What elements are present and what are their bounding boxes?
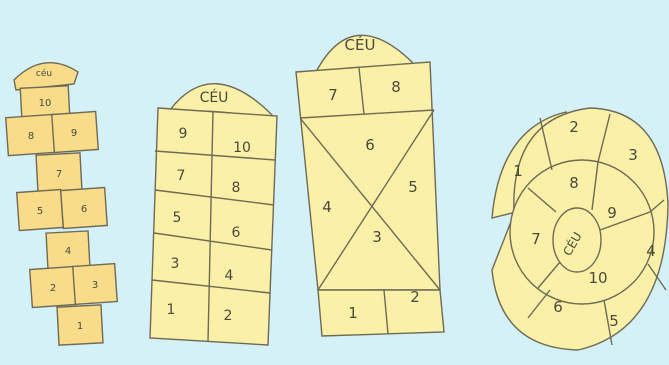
cell-label: 7	[177, 168, 186, 184]
cell-label: 9	[607, 204, 617, 222]
cell-label: 5	[609, 312, 619, 330]
cell-label: 7	[328, 86, 338, 104]
cell-label: 3	[92, 280, 98, 291]
cell-label: 6	[553, 298, 563, 316]
cell-label: 2	[410, 288, 420, 306]
cell-label: 3	[372, 228, 382, 246]
cell-label: 8	[391, 78, 401, 96]
cell-label: 2	[569, 118, 579, 136]
cell-label: 9	[71, 128, 77, 139]
cell-label: 1	[348, 304, 358, 322]
cell-label: 3	[628, 146, 638, 164]
cell-label: 6	[232, 225, 241, 241]
cell-label: 8	[28, 131, 34, 142]
cell-label: 4	[646, 242, 656, 260]
bottom-row	[318, 290, 444, 336]
cell-label: 10	[588, 269, 607, 287]
sky-label: CÉU	[345, 35, 376, 54]
cell-label: 4	[225, 268, 234, 284]
cell-label: 1	[167, 302, 176, 318]
cell-label: 10	[233, 140, 251, 156]
cell-label: 5	[173, 210, 182, 226]
sky-label: céu	[36, 68, 52, 79]
cell-label: 5	[37, 206, 43, 217]
cell-label: 1	[77, 321, 83, 332]
cell-label: 3	[171, 256, 180, 272]
grid-body	[296, 62, 440, 290]
cell-label: 6	[365, 136, 375, 154]
cell-label: 5	[408, 178, 418, 196]
hopscotch-grid-3	[296, 35, 444, 336]
sky-label: CÉU	[200, 89, 229, 106]
cell-label: 2	[224, 308, 233, 324]
cell-label: 2	[50, 283, 56, 294]
cell-label: 8	[569, 174, 579, 192]
cell-label: 9	[179, 126, 188, 142]
cell-label: 7	[531, 230, 541, 248]
cell-label: 4	[322, 198, 332, 216]
cell-label: 4	[65, 246, 71, 257]
cell-label: 7	[56, 169, 62, 180]
cell-label: 1	[513, 162, 523, 180]
cell-label: 8	[232, 180, 241, 196]
cell-label: 10	[39, 98, 52, 109]
cell-label: 6	[81, 204, 87, 215]
